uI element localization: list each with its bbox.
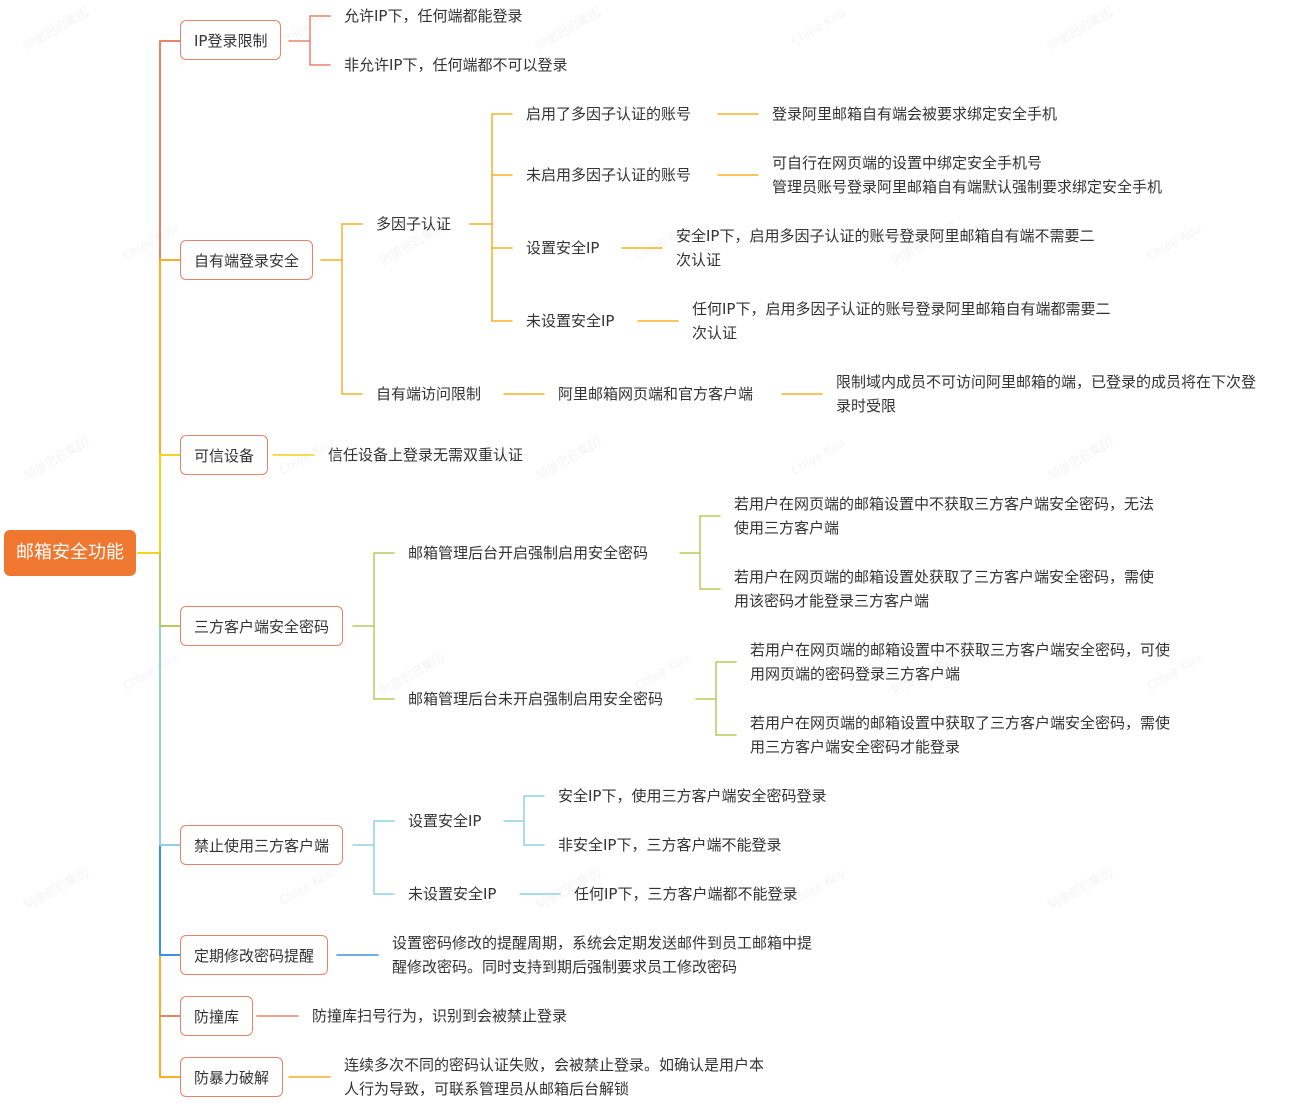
forced-password-detail-2[interactable]: 若用户在网页端的邮箱设置处获取了三方客户端安全密码，需使 用该密码才能登录三方客…: [734, 568, 1155, 610]
ip-allowed-node[interactable]: 允许IP下，任何端都能登录: [344, 7, 523, 25]
mfa-node[interactable]: 多因子认证: [376, 215, 452, 233]
mfa-enabled-node[interactable]: 启用了多因子认证的账号: [526, 105, 692, 123]
unforced-password-detail-2[interactable]: 若用户在网页端的邮箱设置中获取了三方客户端安全密码，需使 用三方客户端安全密码才…: [750, 714, 1171, 756]
password-reminder-node[interactable]: 定期修改密码提醒: [180, 935, 329, 975]
forced-password-node[interactable]: 邮箱管理后台开启强制启用安全密码: [408, 544, 649, 562]
ban-safe-ip-node[interactable]: 设置安全IP: [408, 812, 482, 830]
ip-not-allowed-node[interactable]: 非允许IP下，任何端都不可以登录: [344, 56, 568, 74]
trusted-device-node[interactable]: 可信设备: [180, 435, 269, 475]
ban-third-party-node[interactable]: 禁止使用三方客户端: [180, 825, 344, 865]
ban-safe-ip-detail-1[interactable]: 安全IP下，使用三方客户端安全密码登录: [558, 787, 827, 805]
client-access-target[interactable]: 阿里邮箱网页端和官方客户端: [558, 385, 754, 403]
ban-no-safe-ip-detail[interactable]: 任何IP下，三方客户端都不能登录: [574, 885, 798, 903]
client-login-security-node[interactable]: 自有端登录安全: [180, 240, 314, 280]
forced-password-detail-1[interactable]: 若用户在网页端的邮箱设置中不获取三方客户端安全密码，无法 使用三方客户端: [734, 495, 1155, 537]
mfa-disabled-node[interactable]: 未启用多因子认证的账号: [526, 166, 692, 184]
anti-brute-force-node[interactable]: 防暴力破解: [180, 1057, 284, 1097]
anti-credential-stuffing-detail[interactable]: 防撞库扫号行为，识别到会被禁止登录: [312, 1007, 568, 1025]
trusted-device-detail[interactable]: 信任设备上登录无需双重认证: [328, 446, 524, 464]
ban-safe-ip-detail-2[interactable]: 非安全IP下，三方客户端不能登录: [558, 836, 782, 854]
mfa-safe-ip-detail[interactable]: 安全IP下，启用多因子认证的账号登录阿里邮箱自有端不需要二 次认证: [676, 227, 1095, 269]
ip-restriction-node[interactable]: IP登录限制: [180, 20, 282, 60]
client-access-detail[interactable]: 限制域内成员不可访问阿里邮箱的端，已登录的成员将在下次登 录时受限: [836, 373, 1257, 415]
root-node[interactable]: 邮箱安全功能: [4, 530, 136, 576]
mfa-no-safe-ip-detail[interactable]: 任何IP下，启用多因子认证的账号登录阿里邮箱自有端都需要二 次认证: [692, 300, 1111, 342]
unforced-password-detail-1[interactable]: 若用户在网页端的邮箱设置中不获取三方客户端安全密码，可使 用网页端的密码登录三方…: [750, 641, 1171, 683]
password-reminder-detail[interactable]: 设置密码修改的提醒周期，系统会定期发送邮件到员工邮箱中提 醒修改密码。同时支持到…: [392, 934, 813, 976]
anti-brute-force-detail[interactable]: 连续多次不同的密码认证失败，会被禁止登录。如确认是用户本 人行为导致，可联系管理…: [344, 1056, 765, 1098]
mfa-disabled-detail[interactable]: 可自行在网页端的设置中绑定安全手机号 管理员账号登录阿里邮箱自有端默认强制要求绑…: [772, 154, 1163, 196]
anti-credential-stuffing-node[interactable]: 防撞库: [180, 996, 254, 1036]
client-access-node[interactable]: 自有端访问限制: [376, 385, 482, 403]
ban-no-safe-ip-node[interactable]: 未设置安全IP: [408, 885, 497, 903]
mfa-enabled-detail[interactable]: 登录阿里邮箱自有端会被要求绑定安全手机: [772, 105, 1058, 123]
mfa-no-safe-ip-node[interactable]: 未设置安全IP: [526, 312, 615, 330]
mfa-safe-ip-node[interactable]: 设置安全IP: [526, 239, 600, 257]
third-party-password-node[interactable]: 三方客户端安全密码: [180, 606, 344, 646]
unforced-password-node[interactable]: 邮箱管理后台未开启强制启用安全密码: [408, 690, 664, 708]
